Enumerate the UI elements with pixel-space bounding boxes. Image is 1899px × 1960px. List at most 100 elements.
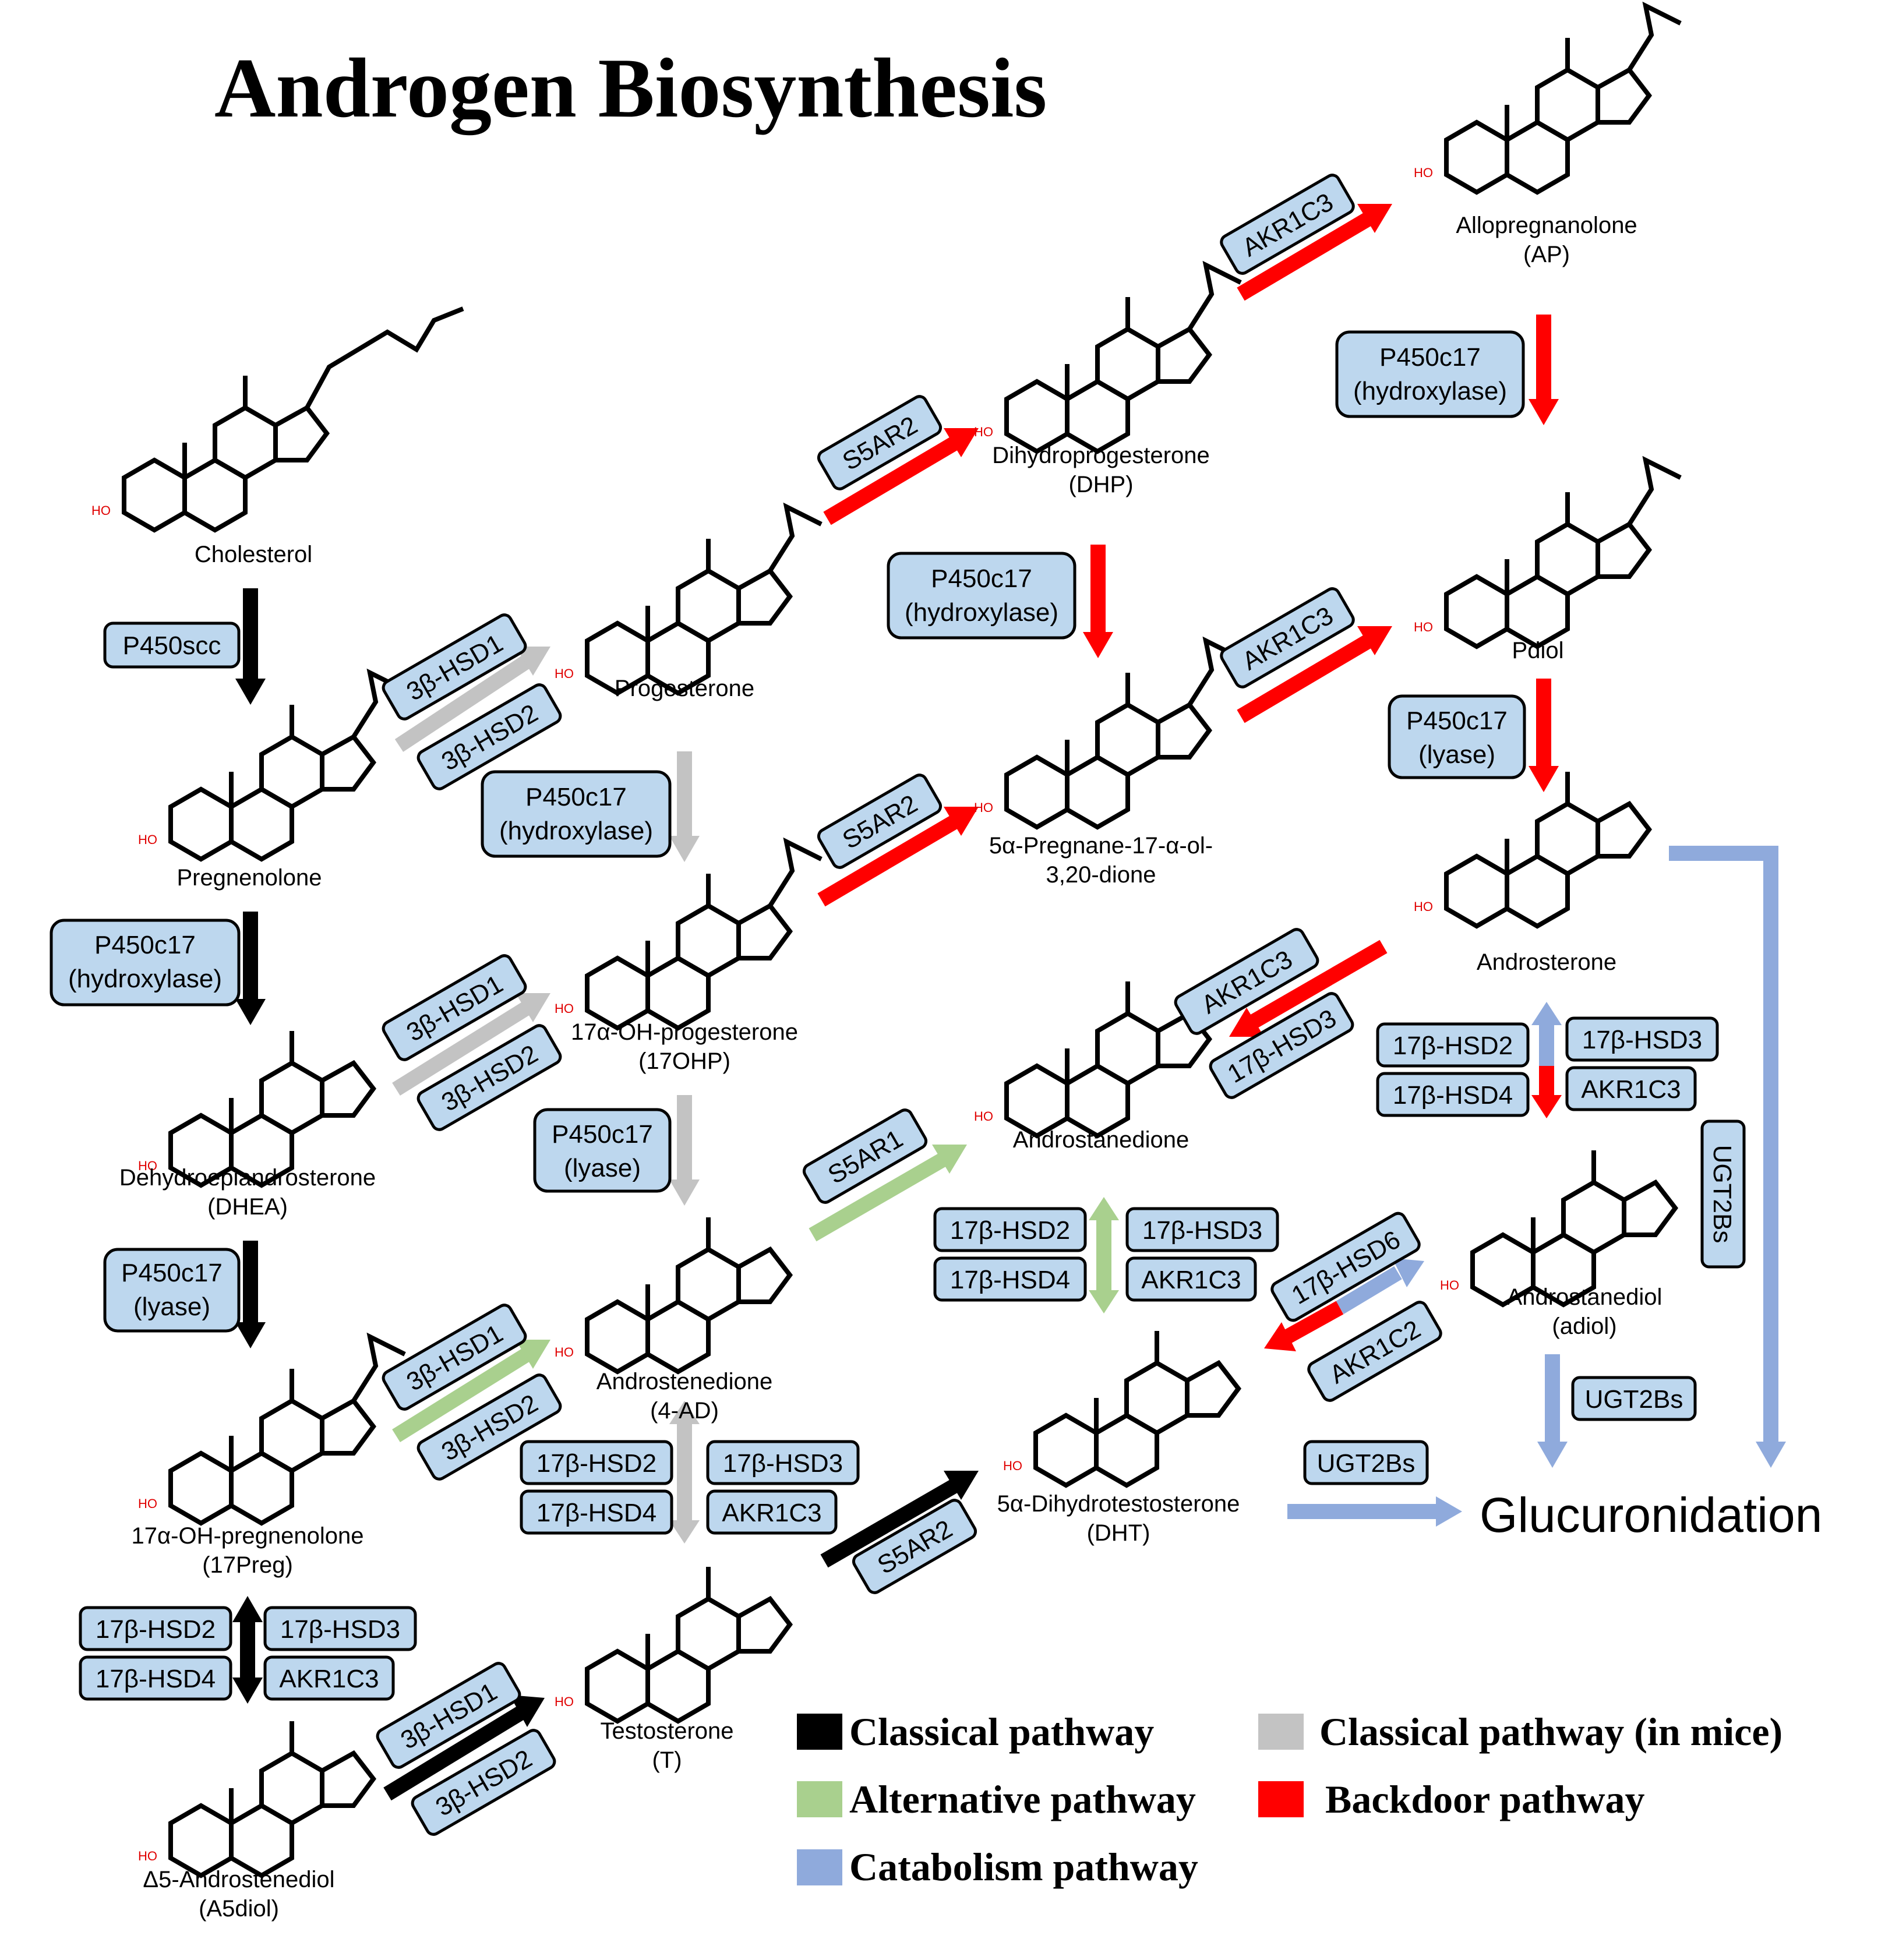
enzyme-box: AKR1C3 (1220, 587, 1355, 688)
svg-text:17β-HSD2: 17β-HSD2 (536, 1449, 656, 1478)
svg-text:17β-HSD2: 17β-HSD2 (96, 1615, 216, 1644)
arrowhead (235, 999, 266, 1025)
compound-label: Cholesterol (195, 542, 312, 567)
enzyme-box: 17β-HSD2 (933, 1207, 1087, 1252)
arrowhead (1756, 1442, 1786, 1468)
svg-text:17β-HSD3: 17β-HSD3 (723, 1449, 843, 1478)
compound-label: Testosterone(T) (600, 1718, 733, 1773)
enzyme-box: 17β-HSD3 (263, 1606, 417, 1651)
a5diol-structure (138, 1721, 373, 1876)
svg-text:17β-HSD4: 17β-HSD4 (536, 1499, 656, 1527)
arrowhead (669, 1179, 700, 1206)
svg-text:Catabolism pathway: Catabolism pathway (849, 1845, 1198, 1889)
svg-text:P450c17: P450c17 (552, 1120, 653, 1149)
svg-text:UGT2Bs: UGT2Bs (1708, 1145, 1736, 1244)
enzyme-box: 17β-HSD4 (520, 1489, 673, 1535)
svg-text:P450c17: P450c17 (525, 783, 627, 811)
svg-text:17β-HSD4: 17β-HSD4 (950, 1266, 1070, 1294)
enzyme-box: 17β-HSD2 (520, 1440, 673, 1485)
arrowhead (232, 1678, 263, 1704)
svg-text:P450c17: P450c17 (1379, 343, 1481, 372)
svg-text:(lyase): (lyase) (1418, 740, 1495, 769)
arrow-dhp-ap (1237, 211, 1373, 301)
svg-text:UGT2Bs: UGT2Bs (1585, 1385, 1683, 1414)
enzyme-box: P450c17(lyase) (533, 1108, 672, 1193)
enzyme-box: P450c17(lyase) (1388, 694, 1526, 779)
svg-text:17β-HSD2: 17β-HSD2 (1393, 1032, 1513, 1060)
enzyme-box: 17β-HSD2 (1376, 1022, 1530, 1068)
svg-text:17β-HSD4: 17β-HSD4 (1393, 1081, 1513, 1110)
svg-text:Classical pathway (in mice): Classical pathway (in mice) (1319, 1710, 1782, 1754)
compound-label: Pregnenolone (177, 865, 322, 891)
testosterone-structure (555, 1567, 790, 1721)
arrowhead (669, 836, 700, 862)
svg-text:P450c17: P450c17 (94, 931, 196, 959)
svg-text:Classical pathway: Classical pathway (849, 1710, 1154, 1754)
arrowhead (1531, 1002, 1562, 1025)
arrowhead (669, 1520, 700, 1544)
arrowhead (516, 993, 550, 1022)
arrowhead (1357, 626, 1392, 655)
enzyme-box: 17β-HSD3 (1125, 1207, 1279, 1252)
legend-item-classical: Classical pathway (797, 1710, 1154, 1754)
svg-text:AKR1C3: AKR1C3 (279, 1665, 379, 1693)
svg-text:AKR1C3: AKR1C3 (1581, 1075, 1681, 1104)
arrowhead (1392, 1258, 1424, 1287)
enzyme-box: AKR1C3 (1565, 1066, 1697, 1111)
arrowhead (944, 807, 979, 836)
legend-item-backdoor: Backdoor pathway (1258, 1777, 1645, 1821)
arrowhead (944, 428, 979, 457)
arrow-preg-progesterone (394, 655, 532, 752)
arrowhead (1089, 1197, 1119, 1220)
compound-label: 17α-OH-pregnenolone(17Preg) (132, 1523, 364, 1578)
arrow-testosterone-dht (820, 1478, 959, 1568)
legend-item-classical-mice: Classical pathway (in mice) (1258, 1710, 1782, 1754)
enzyme-box: UGT2Bs (1303, 1440, 1429, 1485)
arrowhead (1436, 1496, 1462, 1527)
svg-text:(hydroxylase): (hydroxylase) (905, 598, 1058, 627)
svg-text:(hydroxylase): (hydroxylase) (68, 965, 222, 993)
arrow-dhea-17ohp (392, 1001, 531, 1096)
enzyme-box: P450c17 (hydroxylase) (50, 919, 241, 1007)
svg-text:17β-HSD3: 17β-HSD3 (1582, 1026, 1702, 1054)
compound-label: Progesterone (615, 676, 754, 701)
compound-labels: Cholesterol Pregnenolone Dehydroepiandro… (119, 213, 1662, 1922)
svg-text:Alternative pathway: Alternative pathway (849, 1777, 1196, 1821)
enzyme-boxes: P450scc P450c17(hydroxylase) P450c17(lya… (50, 174, 1746, 1836)
pregnenolone-structure (138, 668, 406, 859)
enzyme-box: S5AR2 (817, 774, 943, 869)
arrow-pregnane-pdiol (1237, 634, 1373, 723)
enzyme-box: UGT2Bs (1571, 1376, 1697, 1421)
arrowhead (1529, 399, 1559, 425)
arrow-17preg-4ad (392, 1347, 531, 1443)
enzyme-box: P450c17 (hydroxylase) (481, 770, 672, 858)
arrowhead (1537, 1442, 1568, 1468)
pregnane-structure (974, 636, 1242, 827)
compound-label: Dehydroepiandrosterone(DHEA) (119, 1165, 376, 1220)
compound-label: Dihydroprogesterone(DHP) (992, 443, 1210, 497)
compound-label: Androstanediol(adiol) (1507, 1284, 1662, 1339)
steroid-structures (91, 1, 1682, 1876)
enzyme-box: 17β-HSD3 (1565, 1016, 1719, 1062)
svg-text:17β-HSD3: 17β-HSD3 (280, 1615, 400, 1644)
enzyme-box: P450c17 (lyase) (103, 1248, 241, 1333)
legend-item-alternative: Alternative pathway (797, 1777, 1196, 1821)
svg-text:(hydroxylase): (hydroxylase) (499, 817, 653, 845)
17ohp-structure (555, 837, 823, 1028)
svg-text:P450c17: P450c17 (121, 1259, 223, 1287)
arrowhead (1531, 1095, 1562, 1118)
compound-label: 17α-OH-progesterone(17OHP) (571, 1019, 798, 1074)
svg-text:(lyase): (lyase) (133, 1292, 210, 1321)
ap-structure (1414, 1, 1682, 192)
svg-text:AKR1C3: AKR1C3 (1141, 1266, 1241, 1294)
compound-label: Allopregnanolone(AP) (1456, 213, 1637, 267)
enzyme-box: 17β-HSD4 (79, 1655, 232, 1701)
arrowhead (232, 1596, 263, 1622)
arrowhead (944, 1471, 979, 1500)
enzyme-box: S5AR1 (802, 1108, 928, 1204)
arrowhead (932, 1145, 967, 1174)
dht-structure (1003, 1331, 1238, 1485)
compound-label: Androsterone (1477, 949, 1616, 975)
svg-text:17β-HSD4: 17β-HSD4 (96, 1665, 216, 1693)
